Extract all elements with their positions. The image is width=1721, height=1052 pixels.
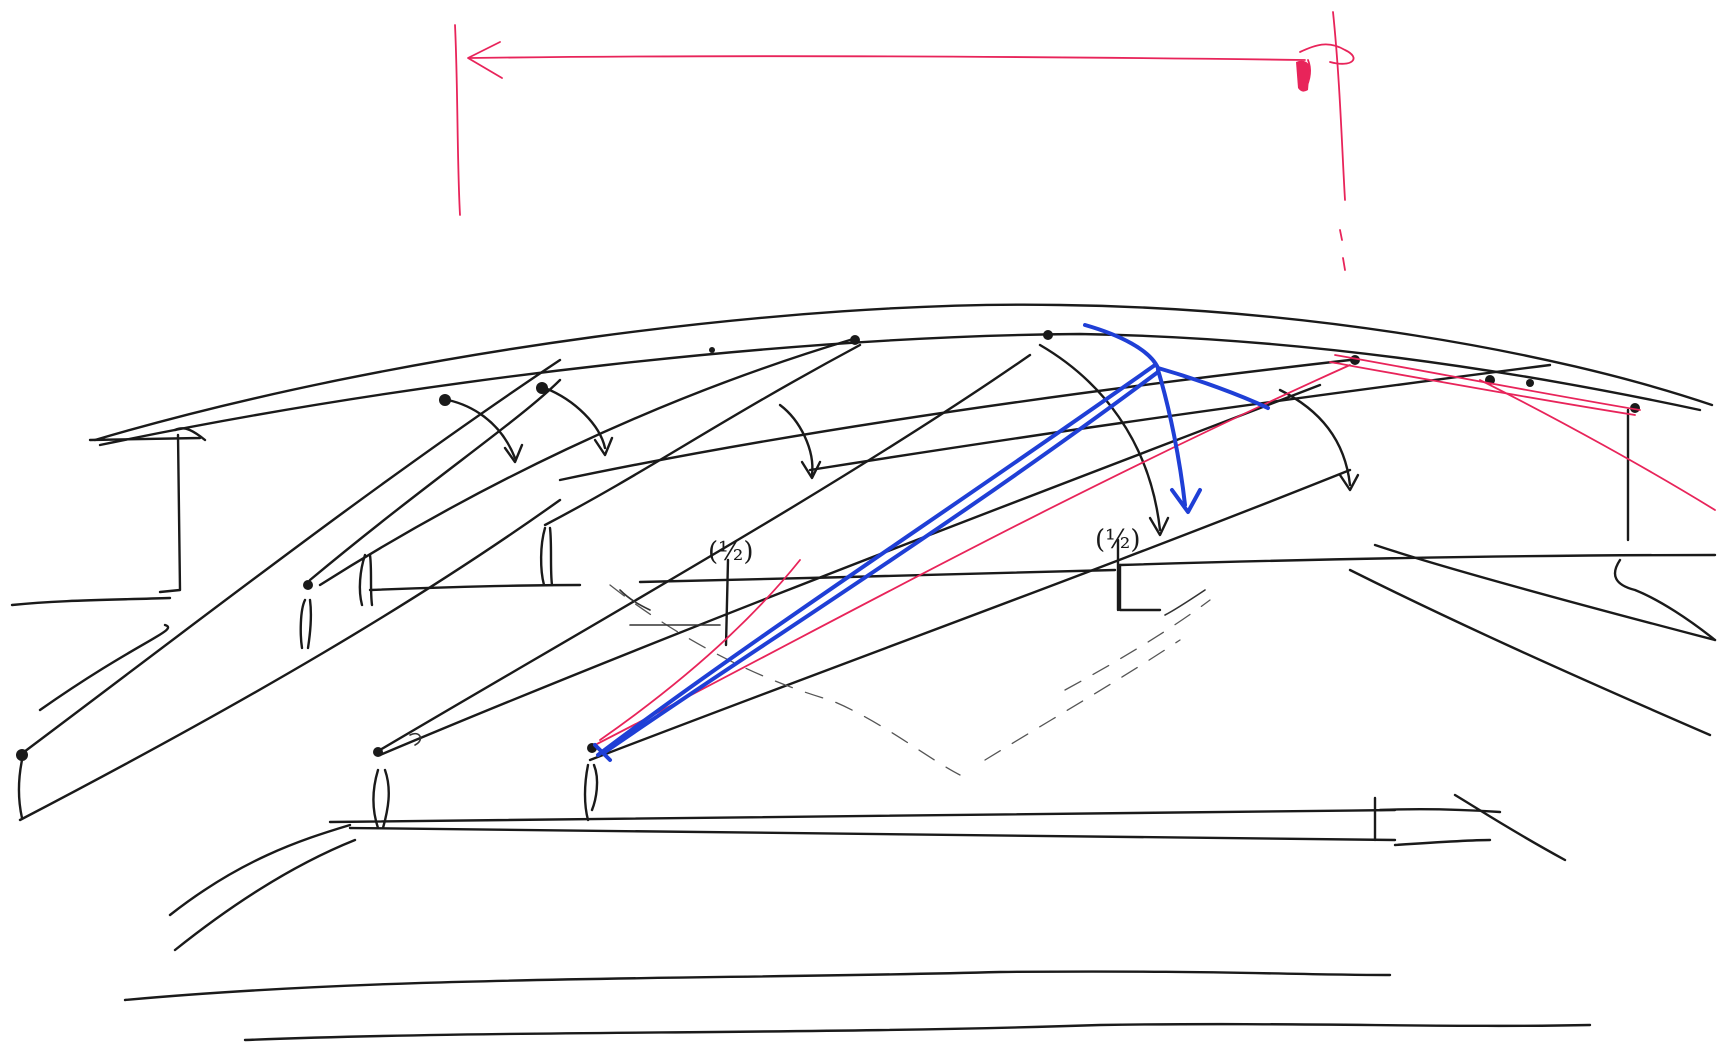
construction-1 (609, 584, 961, 776)
rotation-arrow-2 (543, 386, 607, 450)
red-line-5 (599, 559, 801, 741)
node-13 (536, 382, 548, 394)
ground-mid-right (638, 568, 1117, 584)
node-3 (373, 747, 383, 757)
rotation-arrow-5-head (1338, 473, 1360, 492)
red-line-2 (1329, 361, 1636, 416)
rib-1 (18, 358, 562, 757)
lower-line-1 (123, 970, 1392, 1002)
rotation-arrow-2-head (593, 436, 614, 457)
lower-platform-right-a (1378, 807, 1502, 814)
lower-platform-end (1453, 793, 1567, 862)
rotation-arrow-3-head (800, 460, 822, 480)
figure-5 (372, 768, 390, 830)
right-wall-b (1373, 543, 1717, 642)
rotation-arrow-1 (446, 398, 517, 460)
detail-2 (619, 589, 651, 611)
node-11 (1630, 403, 1640, 413)
node-6 (850, 335, 860, 345)
blue-force-vectors (593, 323, 1270, 762)
dimension-right-blot (1296, 60, 1310, 92)
red-line-1 (1334, 354, 1641, 411)
node-7 (1043, 330, 1053, 340)
half-label-left: (½) (708, 537, 754, 567)
dimension-right-tick (1332, 11, 1346, 201)
ground-right (1118, 553, 1717, 567)
node-2 (16, 749, 28, 761)
rib-10 (558, 358, 1352, 482)
rib-3 (318, 338, 852, 587)
lower-platform-top (328, 808, 1397, 824)
rib-4 (18, 498, 562, 822)
lower-slope-left-a (168, 823, 352, 917)
node-12 (439, 394, 451, 406)
half-markers: (½) (½) (708, 525, 1141, 647)
blue-top-branch (1083, 323, 1160, 370)
ground-mid (368, 583, 582, 592)
rotation-arrow-4-head (1148, 516, 1170, 537)
detail-3 (1164, 589, 1206, 616)
half-label-right: (½) (1095, 525, 1141, 555)
roof-left-cap (88, 427, 207, 442)
red-line-3 (1479, 379, 1716, 511)
ground-left (10, 596, 172, 607)
down-arrow-icon (503, 443, 524, 464)
construction-lines (609, 584, 1211, 776)
right-structure (1118, 408, 1717, 737)
construction-2 (984, 639, 1181, 761)
blue-right-branch (1156, 366, 1270, 410)
red-force-lines (594, 354, 1716, 746)
rotation-arrows (446, 343, 1360, 537)
rib-9 (588, 468, 1352, 762)
rib-2 (308, 378, 562, 582)
blue-down-vector (1156, 368, 1187, 507)
rib-8 (378, 383, 1322, 757)
lower-line-2 (243, 1022, 1592, 1042)
half-post-left (724, 558, 730, 647)
rib-7 (378, 353, 1032, 752)
detail-1 (409, 732, 422, 746)
dimension-right-tick-faint (1339, 229, 1346, 271)
construction-3 (1064, 599, 1211, 691)
node-5 (709, 347, 715, 353)
lower-platform-right-b (1393, 838, 1492, 847)
figure-4 (17, 758, 24, 820)
roof-arch (88, 303, 1714, 594)
right-wall-c (1613, 558, 1717, 642)
rotation-arrow-5 (1278, 388, 1352, 487)
roof-second-curve (98, 332, 1702, 447)
node-1 (303, 580, 313, 590)
right-step (1118, 563, 1162, 612)
blue-tip-mark (593, 743, 612, 762)
figure-1 (299, 598, 313, 650)
rib-5 (38, 623, 170, 712)
rotation-arrow-3 (778, 403, 814, 477)
left-arrow-icon (467, 41, 503, 79)
dimension-left-tick (454, 24, 461, 216)
lower-slope-left-b (173, 838, 357, 952)
diagonal-ribs (18, 338, 1552, 822)
ground-lines (10, 553, 1717, 1042)
dimension-horizontal (469, 55, 1306, 61)
right-wall-a (1348, 568, 1712, 737)
blue-main-strut-b (603, 370, 1160, 754)
blue-main-strut (596, 363, 1157, 757)
details (409, 589, 1206, 746)
figures (17, 526, 599, 830)
figure-3 (539, 526, 554, 587)
dimension-line (454, 11, 1355, 271)
node-10 (1526, 379, 1534, 387)
blue-down-vector-head (1170, 488, 1202, 514)
figure-2 (358, 553, 374, 607)
roof-left-support (158, 433, 182, 594)
figure-6 (583, 763, 599, 822)
rotation-arrow-4 (1038, 343, 1162, 532)
roof-top-curve (93, 303, 1714, 442)
rib-6 (543, 343, 862, 527)
lower-platform-bottom (348, 826, 1397, 842)
rib-11 (808, 363, 1552, 472)
nodes (16, 330, 1640, 761)
